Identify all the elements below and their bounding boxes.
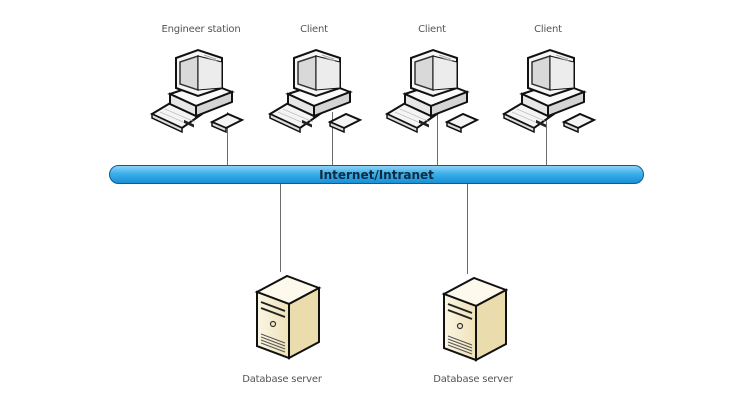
server-tower-icon bbox=[247, 272, 327, 362]
workstation-icon bbox=[502, 44, 602, 134]
client-label: Client bbox=[534, 24, 562, 35]
connector-line bbox=[280, 184, 281, 272]
network-bus: Internet/Intranet bbox=[109, 165, 644, 184]
connector-line bbox=[546, 112, 547, 166]
connector-line bbox=[332, 112, 333, 166]
server-label: Database server bbox=[433, 374, 513, 385]
client-label: Engineer station bbox=[161, 24, 241, 35]
client-label: Client bbox=[300, 24, 328, 35]
workstation-icon bbox=[150, 44, 250, 134]
client-label: Client bbox=[418, 24, 446, 35]
workstation-icon bbox=[385, 44, 485, 134]
connector-line bbox=[227, 112, 228, 166]
connector-line bbox=[437, 112, 438, 166]
workstation-icon bbox=[268, 44, 368, 134]
network-label: Internet/Intranet bbox=[319, 168, 434, 182]
server-tower-icon bbox=[434, 274, 514, 364]
connector-line bbox=[467, 184, 468, 274]
server-label: Database server bbox=[242, 374, 322, 385]
